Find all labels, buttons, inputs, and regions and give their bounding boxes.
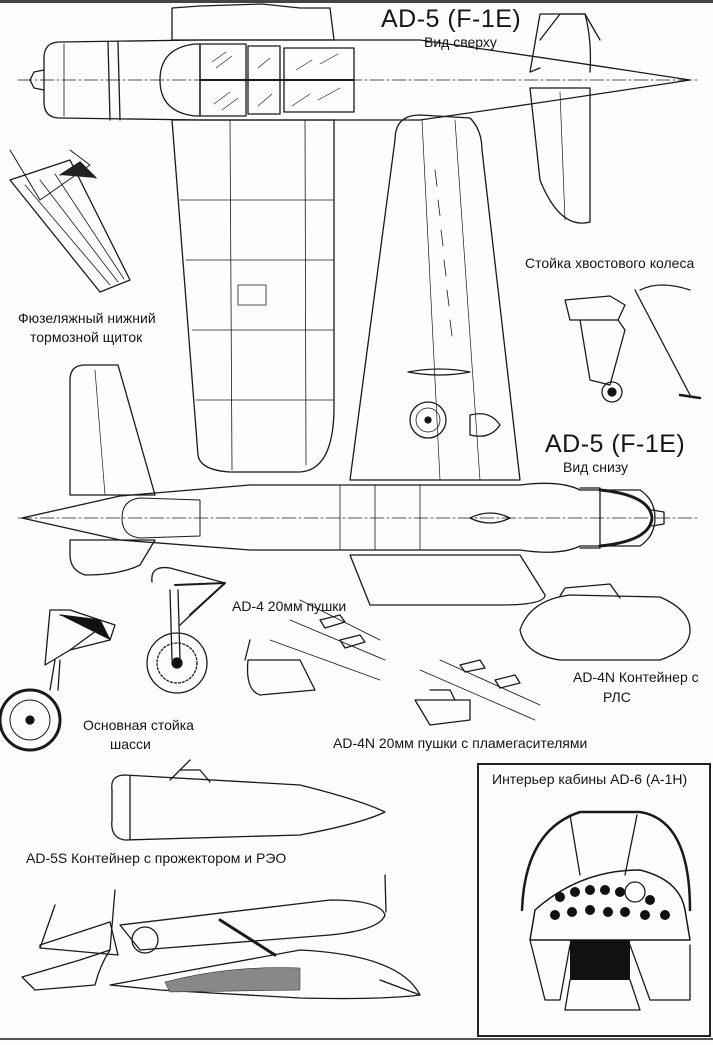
ad5s-pod-drawing [111,759,386,841]
tail-wheel-caption: Стойка хвостового колеса [525,255,695,271]
top-view-subtitle: Вид сверху [424,34,497,50]
top-view-wing-lower [171,119,335,473]
bottom-view-fuselage [21,482,656,553]
cockpit-caption: Интерьер кабины AD-6 (A-1H) [492,771,688,787]
cockpit-inset-frame [477,763,711,1037]
bottom-view-subtitle: Вид снизу [563,459,629,475]
top-view-stabilizer-upper-tip [539,13,601,41]
cutaway-pod-drawing [21,874,421,1000]
bottom-view-stabilizer-upper [69,364,156,496]
top-view-wing-upper [171,3,335,41]
bottom-view-title: AD-5 (F-1E) [545,430,686,458]
top-view-title: AD-5 (F-1E) [381,5,522,33]
ad4n-radar-pod-caption-line1: AD-4N Контейнер с [573,669,699,685]
ad5s-pod-caption: AD-5S Контейнер с прожектором и РЭО [26,850,287,866]
ad4n-radar-pod-drawing [519,583,691,661]
top-view-aircraft [17,3,701,473]
bottom-view-wheel [409,401,447,439]
main-gear-drawing-front [146,566,226,694]
speed-brake-drawing [9,149,131,293]
top-border [0,0,713,3]
bottom-border [0,1038,713,1040]
main-gear-caption-line1: Основная стойка [83,717,194,733]
ad4n-guns-caption: AD-4N 20мм пушки с пламегасителями [333,735,588,751]
bottom-view-aircraft [17,114,701,606]
main-gear-drawing-angled [0,609,116,752]
speed-brake-caption-line1: Фюзеляжный нижний [18,310,156,326]
top-view-stabilizer-lower [529,87,591,224]
ad4-guns-caption: AD-4 20мм пушки [232,598,347,614]
bottom-view-wing-lower [349,554,546,606]
top-view-fuselage [43,39,691,121]
bottom-view-stabilizer-lower [69,539,156,576]
tail-wheel-strut-drawing [564,284,702,403]
ad4n-radar-pod-caption-line2: РЛС [603,689,631,705]
bottom-view-wing-upper [349,114,521,481]
top-view-spinner [29,69,45,91]
cockpit-interior-drawing [520,810,692,1011]
bottom-view-belly-pod [469,512,511,524]
main-gear-caption-line2: шасси [110,736,151,752]
ad4-guns-drawing [244,599,386,696]
speed-brake-caption-line2: тормозной щиток [30,329,143,345]
ad4n-guns-drawing [414,659,541,726]
bottom-view-cowling [598,488,654,548]
